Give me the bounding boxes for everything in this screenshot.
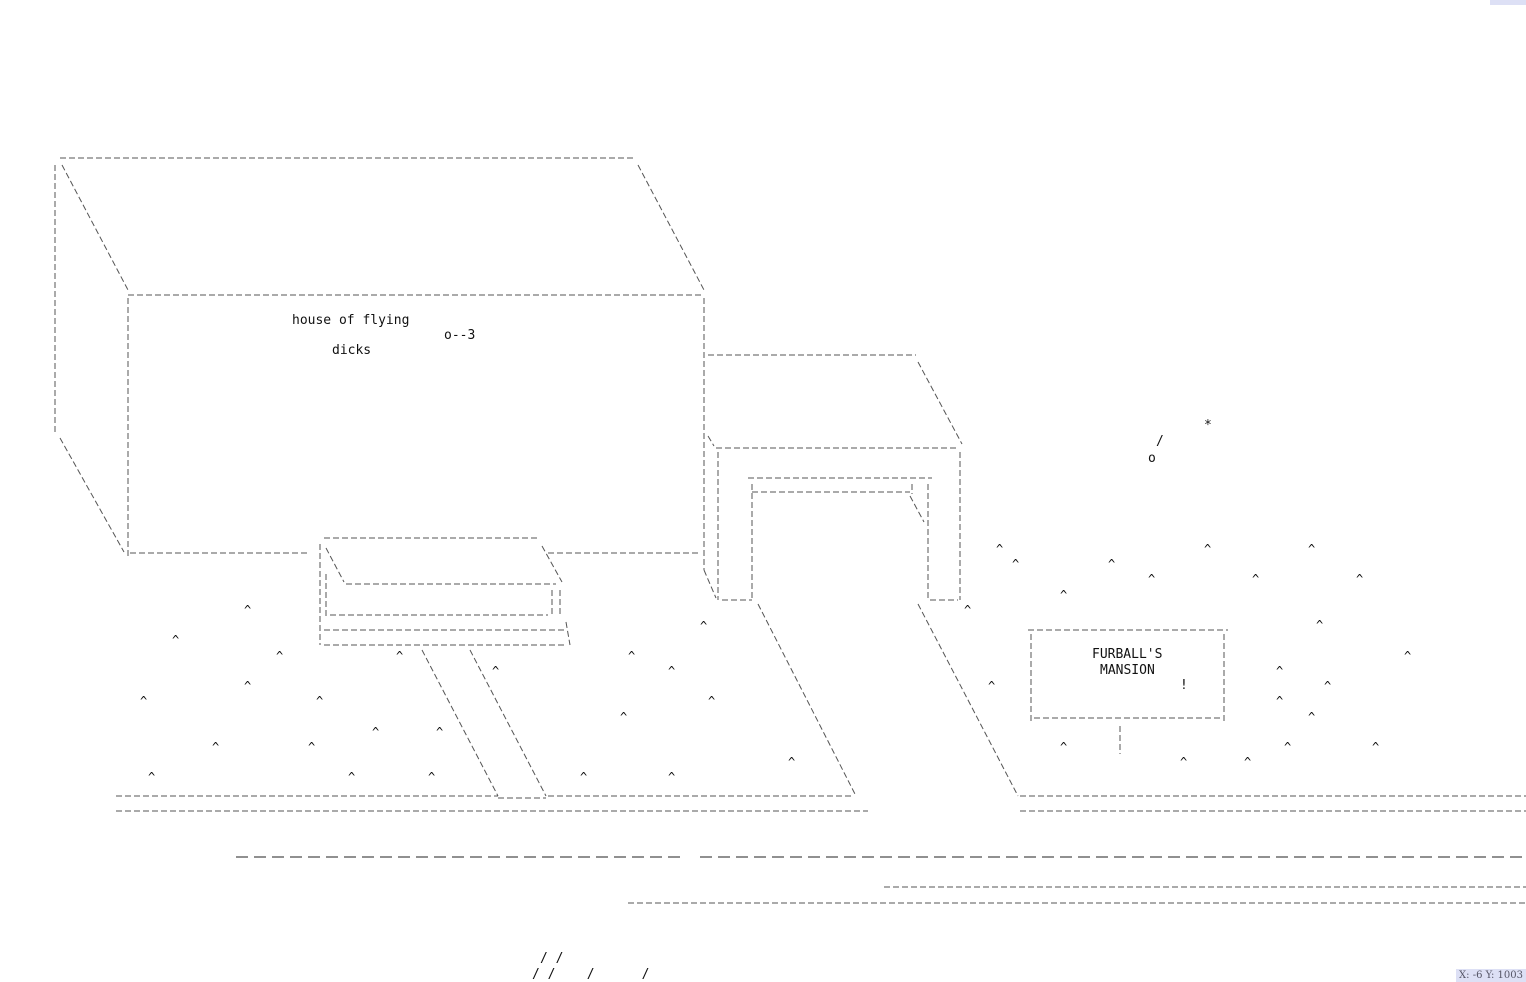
grass-tuft: ^: [788, 755, 796, 769]
grass-tuft: ^: [988, 679, 996, 693]
grass-tuft: ^: [996, 542, 1004, 556]
grass-tuft: ^: [1108, 557, 1116, 571]
grass-tuft: ^: [396, 649, 404, 663]
grass-tuft: ^: [172, 633, 180, 647]
grass-tuft: ^: [1276, 694, 1284, 708]
sign-line2: MANSION: [1100, 663, 1155, 678]
house-title-line2: dicks: [332, 343, 372, 358]
grass-tuft: ^: [1356, 572, 1364, 586]
grass-tuft: ^: [964, 603, 972, 617]
grass-tuft: ^: [1308, 710, 1316, 724]
grass-tuft: ^: [1204, 542, 1212, 556]
grass-tuft: ^: [372, 725, 380, 739]
grass-tuft: ^: [276, 649, 284, 663]
sign-line1: FURBALL'S: [1092, 647, 1163, 662]
flying-object: o--3: [444, 328, 476, 343]
grass-tuft: ^: [1244, 755, 1252, 769]
grass-tuft: ^: [620, 710, 628, 724]
grass-tuft: ^: [628, 649, 636, 663]
grass-tuft: ^: [1372, 740, 1380, 754]
grass-tuft: ^: [212, 740, 220, 754]
ball-glyph: o: [1148, 451, 1156, 466]
grass-tuft: ^: [1252, 572, 1260, 586]
grass-tuft: ^: [1324, 679, 1332, 693]
grass-tuft: ^: [1316, 618, 1324, 632]
grass-tuft: ^: [668, 770, 676, 784]
grass-tuft: ^: [1276, 664, 1284, 678]
grass-tuft: ^: [1148, 572, 1156, 586]
grass-tuft: ^: [708, 694, 716, 708]
grass-tuft: ^: [140, 694, 148, 708]
grass-tuft: ^: [492, 664, 500, 678]
grass-tuft: ^: [348, 770, 356, 784]
grass-tuft: ^: [244, 679, 252, 693]
grass-tuft: ^: [1060, 740, 1068, 754]
grass-tuft: ^: [244, 603, 252, 617]
grass-tuft: ^: [308, 740, 316, 754]
house-title-line1: house of flying: [292, 313, 410, 328]
stick-glyph: /: [1156, 434, 1164, 449]
grass-tuft: ^: [1060, 588, 1068, 602]
grass-tuft: ^: [1308, 542, 1316, 556]
footer-slashes-line2: / / / /: [532, 967, 650, 982]
grass-tuft: ^: [428, 770, 436, 784]
grass-tuft: ^: [1284, 740, 1292, 754]
corner-indicator: [1490, 0, 1526, 5]
grass-tuft: ^: [316, 694, 324, 708]
star-glyph: *: [1204, 418, 1212, 433]
grass-tuft: ^: [668, 664, 676, 678]
grass-tuft: ^: [1012, 557, 1020, 571]
grass-tuft: ^: [148, 770, 156, 784]
footer-slashes-line1: / /: [540, 951, 564, 966]
sign-mark: !: [1180, 678, 1188, 693]
grass-tuft: ^: [1180, 755, 1188, 769]
coordinate-readout: X: -6 Y: 1003: [1456, 969, 1526, 982]
grass-tuft: ^: [580, 770, 588, 784]
grass-tuft: ^: [436, 725, 444, 739]
grass-tuft: ^: [700, 619, 708, 633]
grass-tuft: ^: [1404, 649, 1412, 663]
